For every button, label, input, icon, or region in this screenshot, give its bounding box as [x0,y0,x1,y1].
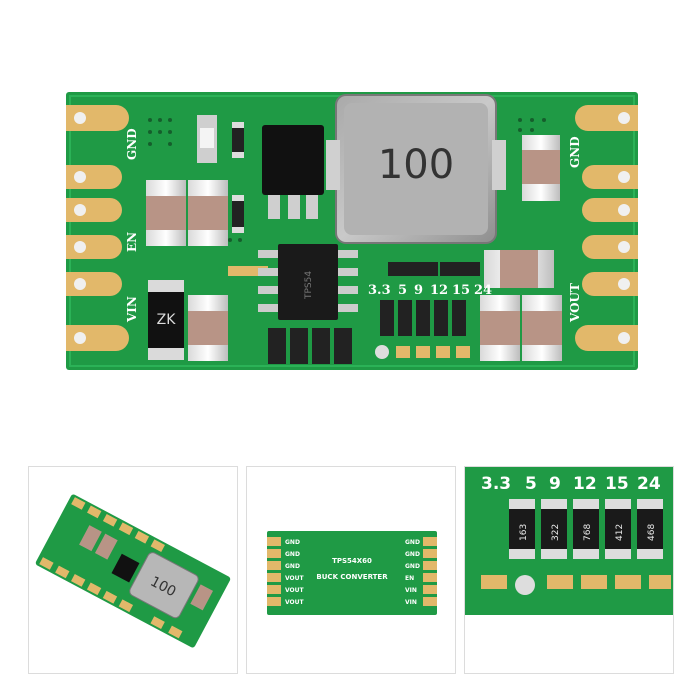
voltage-option: 24 [474,283,492,298]
resistor-code: 468 [647,524,657,541]
closeup-photo: 3.3 5 9 12 15 24 163 322 768 412 468 [465,467,673,615]
smd-resistor [232,122,244,158]
resistor-code: 322 [551,524,561,541]
selector-resistors [380,300,466,336]
diode-marking: ZK [157,312,177,328]
back-left-label: GND [285,551,300,558]
small-resistors [268,262,480,364]
back-left-label: VOUT [285,587,305,594]
back-left-label: GND [285,563,300,570]
ceramic-capacitors [146,135,562,361]
label-en: EN [125,232,139,252]
closeup-voltage: 9 [549,474,561,494]
thumbnail-angled-view[interactable]: 100 [28,466,238,674]
ic-marking: TPS54 [304,271,314,300]
diode [148,280,184,360]
inductor-marking: 100 [378,142,454,188]
closeup-resistors [509,499,663,559]
back-right-label: VIN [405,587,417,594]
thumbnail-back-view[interactable]: GND GND GND VOUT VOUT VOUT GND GND GND E… [246,466,456,674]
back-left-label: VOUT [285,599,305,606]
right-edge-pads [575,105,638,351]
voltage-option-labels: 3.3 5 9 12 15 24 [368,283,492,298]
closeup-voltage: 15 [605,474,629,494]
back-right-label: EN [405,575,414,582]
voltage-option: 15 [452,283,470,298]
closeup-voltage: 5 [525,474,537,494]
voltage-option: 9 [414,283,423,298]
back-right-label: GND [405,539,420,546]
back-right-label: GND [405,551,420,558]
label-vin: VIN [125,296,139,323]
voltage-option: 3.3 [368,283,391,298]
selector-pads [375,345,470,359]
left-edge-pads [66,105,129,351]
closeup-voltage: 12 [573,474,597,494]
closeup-voltage: 3.3 [481,474,511,494]
label-gnd-right: GND [568,136,582,168]
mosfet [262,125,324,195]
label-vout: VOUT [568,283,582,323]
back-left-label: VOUT [285,575,305,582]
resistor-code: 412 [615,524,625,541]
back-right-label: VIN [405,599,417,606]
back-title: TPS54X60 [332,557,372,565]
resistor-code: 163 [519,524,529,541]
resistor-code: 768 [583,524,593,541]
angled-board-photo: 100 [35,494,231,648]
voltage-option: 12 [430,283,448,298]
thumbnail-closeup-view[interactable]: 3.3 5 9 12 15 24 163 322 768 412 468 [464,466,674,674]
label-gnd-left: GND [125,128,139,160]
back-board-photo: GND GND GND VOUT VOUT VOUT GND GND GND E… [267,531,437,615]
back-subtitle: BUCK CONVERTER [316,573,388,581]
ic-chip: TPS54 [258,244,358,320]
closeup-pads [481,575,671,595]
back-left-label: GND [285,539,300,546]
back-right-label: GND [405,563,420,570]
main-pcb-photo: GND EN VIN GND VOUT 100 [66,92,638,370]
voltage-option: 5 [398,283,407,298]
closeup-voltage: 24 [637,474,661,494]
